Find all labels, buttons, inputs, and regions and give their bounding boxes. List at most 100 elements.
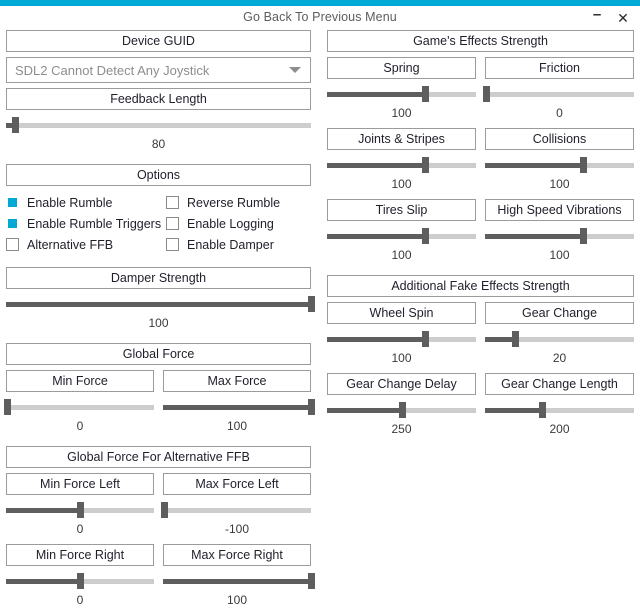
collisions-value: 100	[549, 177, 570, 191]
spring-label: Spring	[327, 57, 476, 79]
slider-thumb[interactable]	[422, 157, 430, 173]
high-speed-vibrations-slider[interactable]	[485, 228, 634, 244]
slider-fill	[327, 234, 426, 239]
global-force-alt-right-row: Min Force Right 0 Max Force Right 100	[6, 544, 315, 608]
global-force-alt-left-row: Min Force Left 0 Max Force Left -100	[6, 473, 311, 537]
checkbox-enable-logging[interactable]: Enable Logging	[166, 217, 311, 231]
tires-slip-slider[interactable]	[327, 228, 476, 244]
max-force-left-label: Max Force Left	[163, 473, 311, 495]
min-force-left-value: 0	[76, 522, 84, 536]
slider-thumb[interactable]	[398, 402, 406, 418]
device-guid-select[interactable]: SDL2 Cannot Detect Any Joystick	[6, 57, 311, 83]
checkbox-alternative-ffb[interactable]: Alternative FFB	[6, 238, 166, 252]
damper-strength-slider[interactable]	[6, 296, 315, 312]
window-title: Go Back To Previous Menu	[243, 10, 397, 24]
joints-stripes-group: Joints & Stripes 100	[327, 128, 476, 192]
slider-fill	[327, 408, 402, 413]
gear-change-length-group: Gear Change Length 200	[485, 373, 634, 437]
close-icon[interactable]: ✕	[617, 10, 629, 26]
slider-thumb[interactable]	[12, 117, 20, 133]
min-force-group: Min Force 0	[4, 370, 154, 434]
feedback-length-slider[interactable]	[6, 117, 311, 133]
joints-stripes-slider[interactable]	[327, 157, 476, 173]
feedback-length-value: 80	[151, 137, 166, 151]
gear-change-length-slider[interactable]	[485, 402, 634, 418]
max-force-left-slider[interactable]	[161, 502, 311, 518]
gear-change-delay-label: Gear Change Delay	[327, 373, 476, 395]
gear-change-label: Gear Change	[485, 302, 634, 324]
slider-track	[485, 337, 634, 342]
slider-fill	[6, 579, 80, 584]
slider-thumb[interactable]	[308, 399, 315, 415]
gear-change-slider[interactable]	[485, 331, 634, 347]
slider-fill	[6, 302, 311, 307]
collisions-group: Collisions 100	[485, 128, 634, 192]
slider-thumb[interactable]	[77, 573, 84, 589]
checkbox-reverse-rumble[interactable]: Reverse Rumble	[166, 196, 311, 210]
max-force-left-value: -100	[224, 522, 250, 536]
device-guid-value: SDL2 Cannot Detect Any Joystick	[15, 62, 210, 78]
spring-slider[interactable]	[327, 86, 476, 102]
game-effects-row-2: Joints & Stripes 100 Collisions 100	[327, 128, 634, 192]
min-force-left-slider[interactable]	[6, 502, 154, 518]
slider-fill	[6, 508, 80, 513]
slider-thumb[interactable]	[483, 86, 491, 102]
wheel-spin-group: Wheel Spin 100	[327, 302, 476, 366]
joints-stripes-value: 100	[391, 177, 412, 191]
checkbox-enable-rumble[interactable]: Enable Rumble	[6, 196, 166, 210]
friction-label: Friction	[485, 57, 634, 79]
slider-thumb[interactable]	[580, 157, 588, 173]
friction-group: Friction 0	[483, 57, 634, 121]
wheel-spin-label: Wheel Spin	[327, 302, 476, 324]
global-force-header: Global Force	[6, 343, 311, 365]
options-checkbox-grid: Enable Rumble Reverse Rumble Enable Rumb…	[6, 192, 311, 255]
checkbox-label: Reverse Rumble	[187, 195, 281, 210]
gear-change-delay-value: 250	[391, 422, 412, 436]
max-force-right-value: 100	[226, 593, 248, 607]
damper-strength-label: Damper Strength	[6, 267, 311, 289]
checkbox-label: Enable Rumble Triggers	[27, 216, 162, 231]
window-accent-strip	[0, 0, 640, 6]
slider-track	[6, 123, 311, 128]
slider-thumb[interactable]	[77, 502, 84, 518]
game-effects-row-3: Tires Slip 100 High Speed Vibrations 100	[327, 199, 634, 263]
checkbox-unchecked-icon	[6, 238, 19, 251]
checkbox-unchecked-icon	[166, 217, 179, 230]
high-speed-vibrations-value: 100	[549, 248, 570, 262]
slider-track	[163, 508, 311, 513]
slider-thumb[interactable]	[538, 402, 546, 418]
slider-thumb[interactable]	[422, 86, 430, 102]
max-force-value: 100	[226, 419, 248, 433]
checkbox-label: Alternative FFB	[27, 237, 114, 252]
min-force-value: 0	[76, 419, 84, 433]
max-force-right-slider[interactable]	[163, 573, 315, 589]
tires-slip-label: Tires Slip	[327, 199, 476, 221]
slider-thumb[interactable]	[308, 573, 315, 589]
tires-slip-group: Tires Slip 100	[327, 199, 476, 263]
right-panel: Game's Effects Strength Spring 100 Frict…	[327, 30, 634, 437]
slider-track	[485, 92, 634, 97]
gear-change-group: Gear Change 20	[485, 302, 634, 366]
min-force-left-group: Min Force Left 0	[6, 473, 154, 537]
checkbox-enable-damper[interactable]: Enable Damper	[166, 238, 311, 252]
slider-thumb[interactable]	[161, 502, 169, 518]
slider-thumb[interactable]	[511, 331, 519, 347]
slider-thumb[interactable]	[422, 331, 430, 347]
minimize-icon[interactable]: –	[592, 6, 602, 23]
slider-thumb[interactable]	[580, 228, 588, 244]
slider-thumb[interactable]	[4, 399, 12, 415]
gear-change-delay-slider[interactable]	[327, 402, 476, 418]
game-effects-header: Game's Effects Strength	[327, 30, 634, 52]
max-force-slider[interactable]	[163, 399, 315, 415]
checkbox-enable-rumble-triggers[interactable]: Enable Rumble Triggers	[6, 217, 166, 231]
slider-thumb[interactable]	[422, 228, 430, 244]
wheel-spin-slider[interactable]	[327, 331, 476, 347]
window-titlebar[interactable]: Go Back To Previous Menu – ✕	[0, 6, 640, 28]
slider-thumb[interactable]	[308, 296, 315, 312]
slider-fill	[485, 408, 542, 413]
min-force-slider[interactable]	[4, 399, 154, 415]
fake-effects-header: Additional Fake Effects Strength	[327, 275, 634, 297]
friction-slider[interactable]	[483, 86, 634, 102]
collisions-slider[interactable]	[485, 157, 634, 173]
min-force-right-slider[interactable]	[6, 573, 154, 589]
